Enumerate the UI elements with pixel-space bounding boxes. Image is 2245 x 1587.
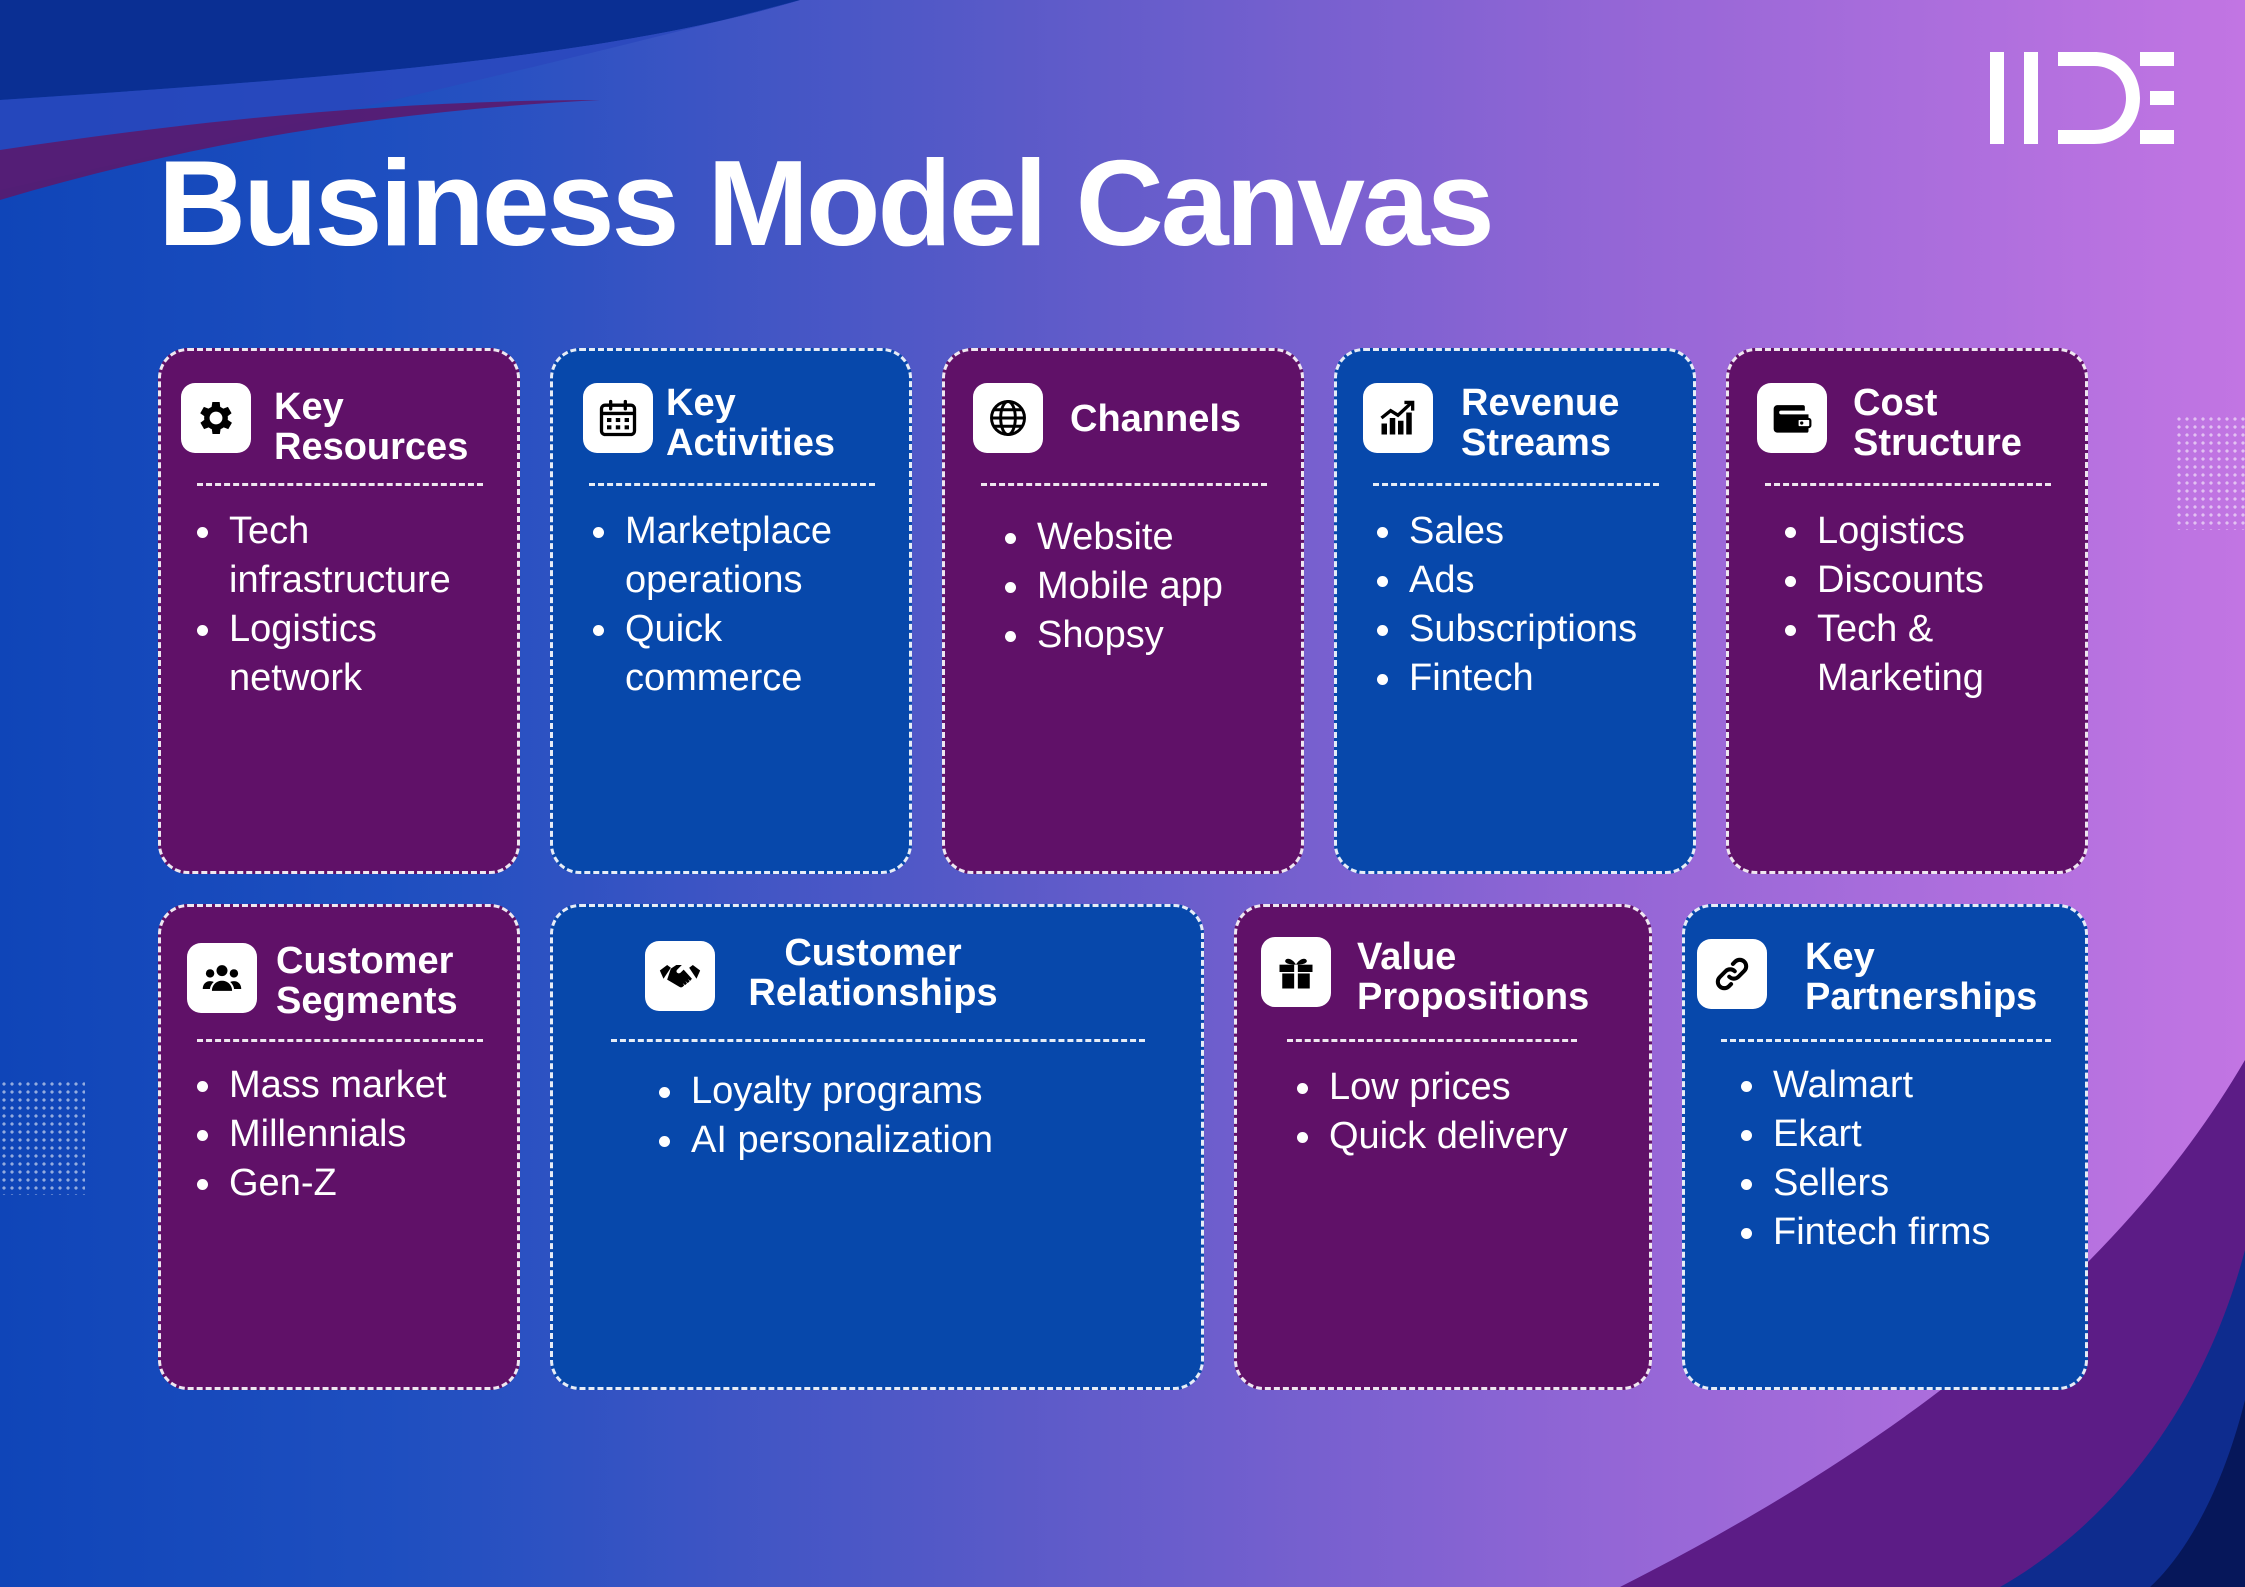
link-icon xyxy=(1697,939,1767,1009)
list-item: Quick delivery xyxy=(1291,1112,1641,1161)
card-channels: Channels Website Mobile app Shopsy xyxy=(942,348,1304,874)
gift-icon xyxy=(1261,937,1331,1007)
list-item: Marketplace operations xyxy=(587,507,887,605)
list-item: Discounts xyxy=(1779,556,2069,605)
list-item: Logistics xyxy=(1779,507,2069,556)
list-item: AI personalization xyxy=(653,1116,1153,1165)
list-item: Ekart xyxy=(1735,1110,2075,1159)
list-item: Tech & Marketing xyxy=(1779,605,2069,703)
list-item: Mass market xyxy=(191,1061,491,1110)
dot-pattern-right xyxy=(2175,415,2245,530)
brand-logo xyxy=(1990,52,2174,144)
card-list: Website Mobile app Shopsy xyxy=(999,513,1289,660)
card-divider xyxy=(1373,483,1659,486)
card-header: Channels xyxy=(945,351,1301,479)
card-divider xyxy=(1721,1039,2051,1042)
card-divider xyxy=(1287,1039,1577,1042)
gear-icon xyxy=(181,383,251,453)
handshake-icon xyxy=(645,941,715,1011)
card-list: Loyalty programs AI personalization xyxy=(653,1067,1153,1165)
list-item: Subscriptions xyxy=(1371,605,1691,654)
card-divider xyxy=(1765,483,2051,486)
list-item: Ads xyxy=(1371,556,1691,605)
list-item: Quick commerce xyxy=(587,605,887,703)
list-item: Loyalty programs xyxy=(653,1067,1153,1116)
people-group-icon xyxy=(187,943,257,1013)
card-title: Channels xyxy=(1070,398,1242,440)
growth-chart-icon xyxy=(1363,383,1433,453)
card-list: Low prices Quick delivery xyxy=(1291,1063,1641,1161)
card-list: Tech infrastructure Logistics network xyxy=(191,507,491,703)
card-list: Mass market Millennials Gen-Z xyxy=(191,1061,491,1208)
calendar-icon xyxy=(583,383,653,453)
list-item: Gen-Z xyxy=(191,1159,491,1208)
list-item: Mobile app xyxy=(999,562,1289,611)
list-item: Logistics network xyxy=(191,605,491,703)
card-divider xyxy=(981,483,1267,486)
list-item: Low prices xyxy=(1291,1063,1641,1112)
card-list: Walmart Ekart Sellers Fintech firms xyxy=(1735,1061,2075,1257)
card-list: Marketplace operations Quick commerce xyxy=(587,507,887,703)
list-item: Walmart xyxy=(1735,1061,2075,1110)
list-item: Tech infrastructure xyxy=(191,507,491,605)
dot-pattern-left xyxy=(0,1080,85,1195)
list-item: Millennials xyxy=(191,1110,491,1159)
list-item: Sales xyxy=(1371,507,1691,556)
card-divider xyxy=(197,1039,483,1042)
card-divider xyxy=(611,1039,1145,1042)
card-list: Logistics Discounts Tech & Marketing xyxy=(1779,507,2069,703)
page-title: Business Model Canvas xyxy=(158,135,1495,271)
globe-icon xyxy=(973,383,1043,453)
list-item: Sellers xyxy=(1735,1159,2075,1208)
card-list: Sales Ads Subscriptions Fintech xyxy=(1371,507,1691,703)
list-item: Website xyxy=(999,513,1289,562)
list-item: Fintech xyxy=(1371,654,1691,703)
wallet-icon xyxy=(1757,383,1827,453)
list-item: Shopsy xyxy=(999,611,1289,660)
card-divider xyxy=(589,483,875,486)
card-divider xyxy=(197,483,483,486)
list-item: Fintech firms xyxy=(1735,1208,2075,1257)
